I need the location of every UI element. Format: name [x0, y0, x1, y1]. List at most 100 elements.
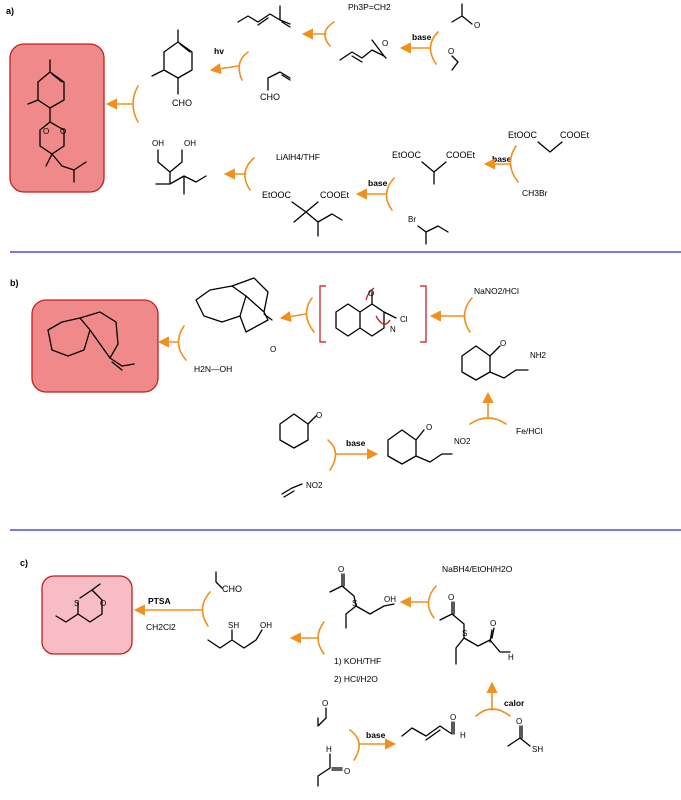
retro-arrow-c4	[475, 684, 511, 717]
section-label-b: b)	[10, 278, 19, 288]
molecule-thioester-aldehyde	[439, 601, 511, 665]
retro-arrow-c5	[349, 729, 394, 761]
thioester-aldehyde-sulfur: S	[462, 629, 467, 638]
molecule-thioester-alcohol	[329, 573, 395, 629]
molecule-mercaptoalcohol	[207, 629, 263, 649]
retro-arrow-c1	[136, 591, 211, 627]
retro-arrow-b3	[432, 297, 473, 333]
reagent-ylide: Ph3P=CH2	[348, 2, 391, 12]
nitroketone-no2: NO2	[454, 437, 471, 446]
aldehyde-label-1: CHO	[172, 98, 192, 108]
bicyclic-oxygen: O	[270, 345, 276, 354]
retro-arrow-a7	[486, 145, 519, 183]
propanal-oxygen: O	[344, 767, 350, 776]
thioacetic-sh: SH	[532, 745, 543, 754]
retro-arrow-b5	[327, 439, 376, 471]
diester-etooc-label: EtOOC	[262, 190, 292, 200]
reagent-fehcl: Fe/HCl	[516, 426, 543, 436]
retro-arrow-a1	[108, 85, 139, 123]
reagent-ch2cl2: CH2Cl2	[146, 622, 176, 632]
reagent-base-c: base	[366, 730, 386, 740]
reagent-nano2: NaNO2/HCl	[474, 286, 519, 296]
target-molecule-a	[9, 43, 105, 193]
molecule-acetaldehyde-c	[215, 571, 223, 589]
intermediate-oxygen: O	[368, 289, 374, 298]
retro-arrow-b2	[282, 297, 315, 333]
section-label-c: c)	[20, 558, 28, 568]
mercaptoalcohol-oh: OH	[260, 621, 272, 630]
retro-arrow-b4	[469, 394, 507, 425]
reagent-ch3br: CH3Br	[522, 188, 548, 198]
reagent-hv: hv	[214, 46, 224, 56]
molecule-enone	[339, 39, 387, 63]
acetaldehyde-oxygen: O	[448, 47, 454, 56]
molecule-nitroethylene	[281, 483, 303, 498]
molecule-bicyclic-ketone	[195, 277, 273, 333]
reagent-base-a2: base	[368, 178, 388, 188]
mercaptoalcohol-sh: SH	[228, 621, 239, 630]
thioester-aldehyde-oxygen-1: O	[448, 593, 454, 602]
section-label-a: a)	[6, 6, 14, 16]
molecule-diol	[155, 149, 207, 195]
reagent-base-b: base	[346, 438, 366, 448]
retro-arrow-a3	[304, 21, 335, 47]
reagent-base-a3: base	[492, 154, 512, 164]
thioester-alcohol-oh: OH	[384, 595, 396, 604]
thioester-aldehyde-oxygen-2: O	[490, 619, 496, 628]
intermediate-chloride: Cl	[400, 315, 408, 324]
acetal-oxygen-2: O	[60, 127, 66, 136]
thioxane-sulfur: S	[74, 599, 79, 608]
reagent-base-a1: base	[412, 32, 432, 42]
reagent-calor: calor	[504, 698, 525, 708]
retro-arrow-a4	[402, 31, 439, 65]
reagent-lialh4: LiAlH4/THF	[276, 152, 320, 162]
thioacetic-oxygen: O	[516, 717, 522, 726]
molecule-diene	[237, 5, 291, 28]
intermediate-nitrogen: N	[390, 325, 396, 334]
thioester-aldehyde-h: H	[508, 653, 514, 662]
methylmalonate-cooet-label: COOEt	[446, 150, 476, 160]
bromobutane-br-label: Br	[408, 215, 416, 224]
diester-cooet-label: COOEt	[320, 190, 350, 200]
molecule-acetone	[451, 3, 473, 25]
molecule-dialkyl-malonate	[291, 201, 343, 237]
molecule-aminoketone	[461, 345, 529, 381]
retro-arrow-b1	[160, 325, 187, 361]
aminoketone-nh2: NH2	[530, 351, 547, 360]
acetaldehyde-cho: CHO	[222, 584, 242, 594]
malonate-cooet-label: COOEt	[560, 130, 590, 140]
retro-arrow-c2	[292, 621, 325, 655]
diol-oh-2: OH	[184, 139, 196, 148]
reagent-hydroxylamine: H2N—OH	[194, 364, 232, 374]
molecule-diethyl-malonate	[537, 141, 563, 153]
retro-arrow-a6	[358, 177, 395, 211]
molecule-nitroketone	[387, 429, 453, 465]
retro-arrow-c3	[402, 585, 437, 619]
propanal-h: H	[326, 745, 332, 754]
molecule-diazonium-intermediate	[319, 285, 427, 343]
diol-oh-1: OH	[152, 139, 164, 148]
thioxane-oxygen: O	[100, 599, 106, 608]
enone-oxygen: O	[382, 39, 388, 48]
nitroketone-oxygen: O	[426, 423, 432, 432]
molecule-thioacetic-acid	[507, 725, 531, 747]
target-molecule-c	[41, 575, 133, 655]
molecule-propanal	[317, 753, 343, 787]
nitroethylene-no2: NO2	[306, 481, 323, 490]
reagent-hcl: 2) HCl/H2O	[334, 674, 378, 684]
reagent-koh: 1) KOH/THF	[334, 656, 381, 666]
molecule-cyclohexene-aldehyde	[151, 29, 193, 95]
aldehyde-label-2: CHO	[260, 92, 280, 102]
retro-arrow-a5	[226, 157, 255, 191]
cyclohexanone-oxygen: O	[316, 411, 322, 420]
molecule-methylmalonate	[421, 161, 447, 185]
reagent-nabh4: NaBH4/EtOH/H2O	[442, 564, 513, 574]
enal-oxygen: O	[450, 713, 456, 722]
malonate-etooc-label: EtOOC	[508, 130, 538, 140]
molecule-acetaldehyde-c2	[317, 707, 327, 727]
molecule-cyclohexanone	[279, 413, 317, 449]
acetal-oxygen-1: O	[43, 127, 49, 136]
target-molecule-b	[31, 299, 159, 393]
acetone-oxygen: O	[474, 21, 480, 30]
